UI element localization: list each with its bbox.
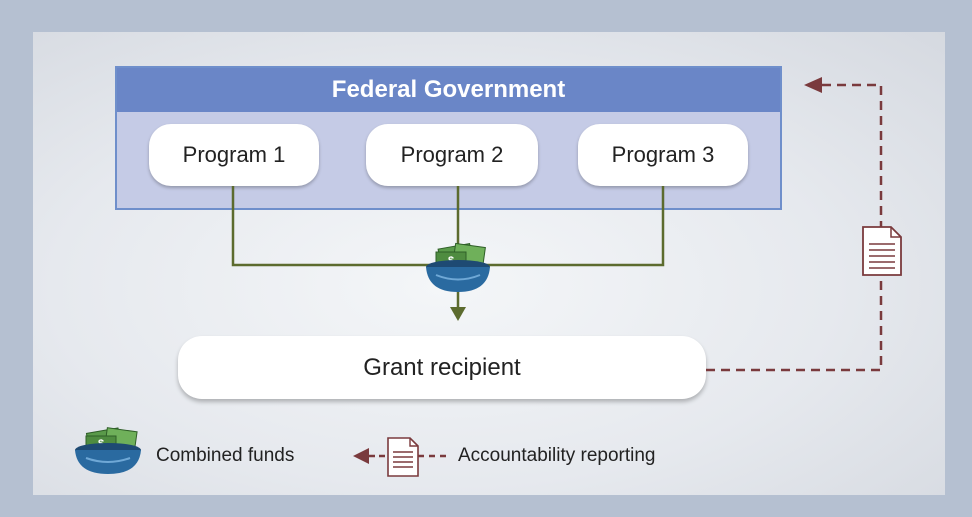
- legend-accountability-label: Accountability reporting: [458, 445, 656, 466]
- legend-money-bowl-icon: $: [75, 427, 141, 474]
- legend-combined-funds-label: Combined funds: [156, 445, 295, 466]
- arrow-down-icon: [450, 307, 466, 321]
- legend-accountability-symbol: [353, 437, 446, 477]
- program-2-box: Program 2: [366, 124, 538, 186]
- arrow-left-icon: [804, 77, 822, 93]
- grant-recipient-box: Grant recipient: [178, 336, 706, 399]
- money-bowl-icon: $: [426, 242, 490, 292]
- program-3-box: Program 3: [578, 124, 748, 186]
- federal-government-title: Federal Government: [117, 68, 780, 112]
- document-icon: [862, 226, 902, 276]
- accountability-lines: [706, 83, 883, 372]
- program-1-box: Program 1: [149, 124, 319, 186]
